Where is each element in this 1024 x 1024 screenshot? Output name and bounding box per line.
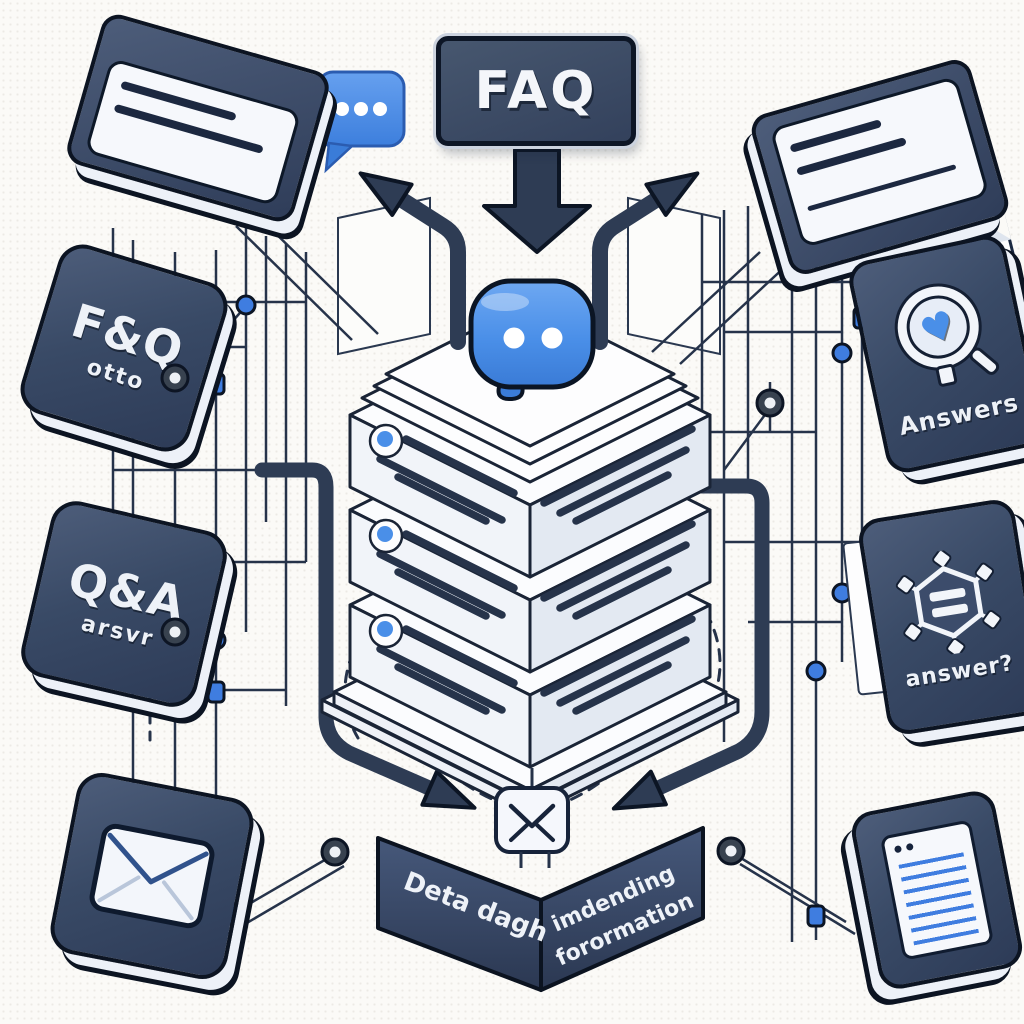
branch-arrow-right [592,171,700,350]
envelope-icon [89,823,215,929]
gear-network-icon [895,548,1002,657]
down-arrow [482,148,592,254]
answers-tile: ♥ Answers [845,231,1024,477]
backdrop-panels [337,196,721,356]
document-icon [879,819,995,961]
text-line [807,164,957,212]
ring-node [320,388,785,867]
flow-arrows-bottom [254,462,770,811]
document-lines [898,852,979,946]
envelope-box-icon [494,768,570,868]
gear-tile: answer? [855,496,1024,738]
document-stack [320,300,740,818]
chat-bubble-icon [316,70,406,174]
ribbon-banner: Deta dagh imdending forormation [376,826,705,992]
text-line [113,103,264,154]
faq-sign-label: FAQ [474,61,598,121]
chat-mascot-icon [468,278,596,402]
branch-arrow-left [358,171,466,350]
faq-sign: FAQ [436,36,636,146]
magnifier-heart-icon: ♥ [894,283,1000,387]
mail-tile [46,768,258,984]
